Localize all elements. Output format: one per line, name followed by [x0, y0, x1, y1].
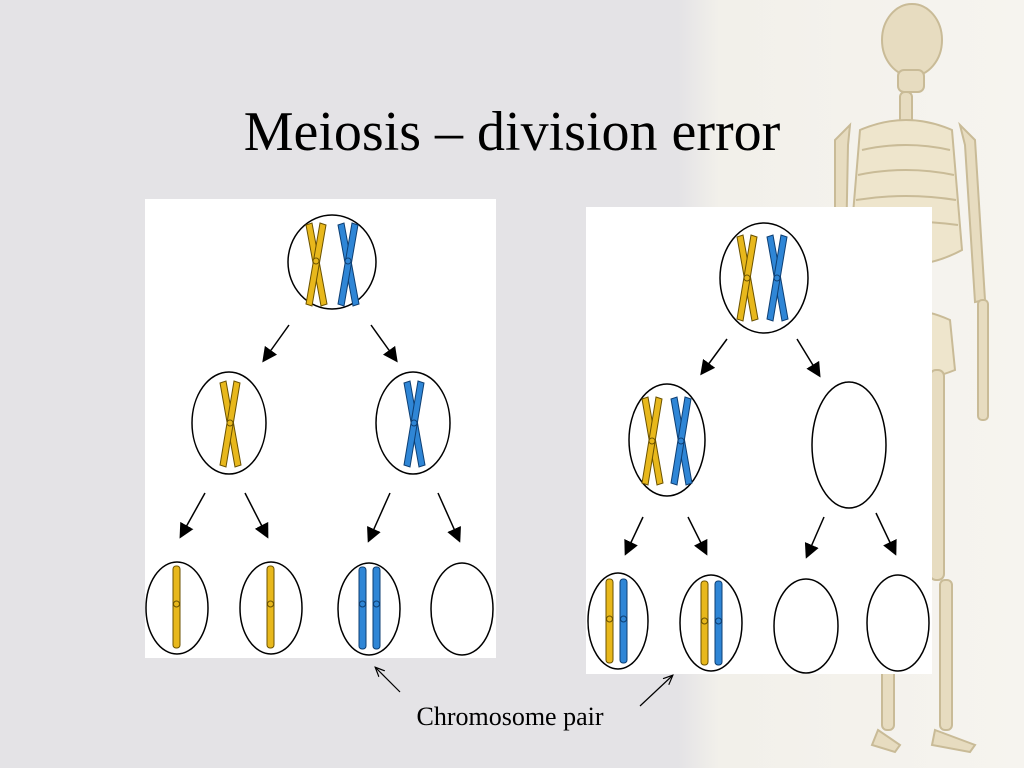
meiosis-diagram-left: [145, 214, 494, 656]
chromosome-yellow-blue: [605, 578, 628, 664]
chromosome-yellow-blue: [700, 580, 723, 666]
gamete-cell-3-empty: [773, 578, 839, 674]
meiosis-diagram-right: [587, 222, 930, 674]
gamete-cell-2: [239, 561, 303, 655]
chromosome-pair-caption: Chromosome pair: [416, 702, 604, 731]
chromosome-pair-blue: [337, 222, 360, 307]
gamete-cell-1: [587, 572, 649, 670]
chromosome-pair-yellow: [305, 222, 328, 307]
parent-cell: [287, 214, 377, 310]
chromosome-pair-yellow: [641, 396, 664, 486]
daughter-cell-2-empty: [811, 381, 887, 509]
diagram-panel-right: [586, 207, 932, 674]
gamete-cell-1: [145, 561, 209, 655]
gamete-cell-2: [679, 574, 743, 672]
chromosome-pair-yellow: [219, 380, 242, 468]
chromosome-pair-blue: [670, 396, 693, 486]
chromosome-pair-blue: [766, 234, 789, 322]
gamete-cell-4-empty: [866, 574, 930, 672]
gamete-cell-4: [430, 562, 494, 656]
chromosome-pair-blue: [403, 380, 426, 468]
chromosome-yellow: [172, 565, 181, 649]
chromosome-blue-pair: [358, 566, 381, 650]
daughter-cell-1: [191, 371, 267, 475]
daughter-cell-2: [375, 371, 451, 475]
chromosome-yellow: [266, 565, 275, 649]
slide-title: Meiosis – division error: [243, 101, 781, 163]
chromosome-pair-yellow: [736, 234, 759, 322]
gamete-cell-3: [337, 562, 401, 656]
parent-cell: [719, 222, 809, 334]
daughter-cell-1: [628, 383, 706, 497]
diagram-panel-left: [145, 199, 496, 658]
